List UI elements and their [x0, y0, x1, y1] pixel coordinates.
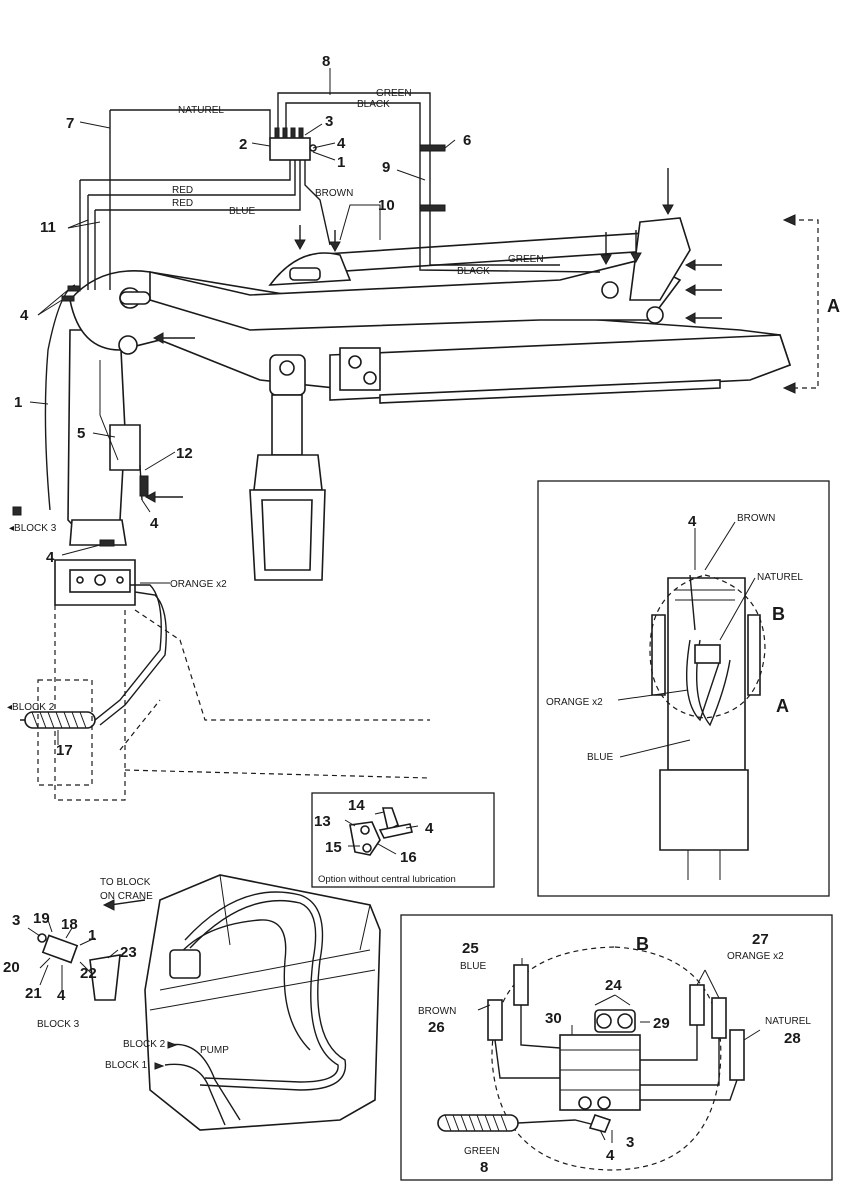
callout-15: 15	[325, 839, 342, 856]
label-naturel-view-b: NATUREL	[765, 1016, 811, 1027]
callout-13: 13	[314, 813, 331, 830]
callout-18: 18	[61, 916, 78, 933]
block-2-hose	[24, 679, 96, 786]
block-3-label: BLOCK 3	[37, 1019, 80, 1030]
label-naturel-view-a: NATUREL	[757, 572, 803, 583]
callout-4-base: 4	[46, 549, 55, 566]
callout-7: 7	[66, 115, 74, 132]
callout-4: 4	[337, 135, 346, 152]
to-block-label-2: ON CRANE	[100, 891, 153, 902]
label-brown-view-a: BROWN	[737, 513, 775, 524]
callout-26: 26	[428, 1019, 445, 1036]
block-3-arrow-label: ◂BLOCK 3	[9, 523, 57, 534]
callout-8-view-b: 8	[480, 1159, 488, 1176]
label-green-top: GREEN	[376, 88, 412, 99]
callout-16: 16	[400, 849, 417, 866]
callout-3: 3	[325, 113, 333, 130]
option-box: 14 13 4 15 16 Option without central lub…	[311, 792, 495, 888]
label-green-view-b: GREEN	[464, 1146, 500, 1157]
callout-20: 20	[3, 959, 20, 976]
callout-30: 30	[545, 1010, 562, 1027]
pump-label: PUMP	[200, 1045, 229, 1056]
label-orange-view-a: ORANGE x2	[546, 697, 603, 708]
view-a-title: A	[776, 696, 789, 716]
callout-17: 17	[56, 742, 73, 759]
callout-23: 23	[120, 944, 137, 961]
hydraulic-tank: TO BLOCK ON CRANE BLOCK 2 PUMP BLOCK 1	[100, 874, 381, 1131]
label-red-2: RED	[172, 198, 193, 209]
callout-28: 28	[784, 1030, 801, 1047]
callout-11: 11	[40, 219, 56, 236]
view-a-detail: 4 BROWN NATUREL B ORANGE x2 A BLUE	[537, 480, 830, 897]
callout-4-column: 4	[150, 515, 159, 532]
callout-21: 21	[25, 985, 42, 1002]
grapple	[249, 354, 326, 581]
to-block-label-1: TO BLOCK	[100, 877, 151, 888]
callout-8: 8	[322, 53, 330, 70]
block-3-assembly: 3 19 18 1 23 20 22 21 4 BLOCK 3	[3, 910, 137, 1030]
label-naturel-top: NATUREL	[178, 105, 224, 116]
label-blue-top: BLUE	[229, 206, 255, 217]
view-b-title: B	[636, 934, 649, 954]
callout-9: 9	[382, 159, 390, 176]
callout-1-block3: 1	[88, 927, 96, 944]
option-caption: Option without central lubrication	[318, 874, 456, 885]
label-green-boom: GREEN	[508, 254, 544, 265]
block-2-arrow-label: ◂BLOCK 2	[7, 702, 55, 713]
callout-4-boom: 4	[20, 307, 29, 324]
block-2-label: BLOCK 2	[123, 1039, 166, 1050]
block-1-label: BLOCK 1	[105, 1060, 148, 1071]
callout-24: 24	[605, 977, 622, 994]
callout-29: 29	[653, 1015, 670, 1032]
label-black-top: BLACK	[357, 99, 390, 110]
callout-3-view-b: 3	[626, 1134, 634, 1151]
callout-19: 19	[33, 910, 50, 927]
label-blue-view-a: BLUE	[587, 752, 613, 763]
callout-4-view-b: 4	[606, 1147, 615, 1164]
callout-10: 10	[378, 197, 395, 214]
callout-4-block3: 4	[57, 987, 66, 1004]
callout-5: 5	[77, 425, 85, 442]
view-a-b-label: B	[772, 604, 785, 624]
lube-point-arrows	[144, 168, 819, 503]
callout-4-option: 4	[425, 820, 434, 837]
label-black-boom: BLACK	[457, 266, 490, 277]
callout-25: 25	[462, 940, 479, 957]
label-brown-top: BROWN	[315, 188, 353, 199]
grease-nipples	[12, 144, 446, 547]
callout-4-view-a: 4	[688, 513, 697, 530]
label-red-1: RED	[172, 185, 193, 196]
view-a-label: A	[827, 296, 840, 316]
callout-1-column: 1	[14, 394, 22, 411]
distributor-block-top	[269, 127, 317, 161]
label-orange-view-b: ORANGE x2	[727, 951, 784, 962]
label-brown-view-b: BROWN	[418, 1006, 456, 1017]
crane-column	[54, 329, 431, 801]
view-b-detail: 25 BLUE B 27 ORANGE x2 24 30 29 BROWN 26…	[400, 914, 833, 1181]
callout-12: 12	[176, 445, 193, 462]
callout-2: 2	[239, 136, 247, 153]
label-blue-view-b: BLUE	[460, 961, 486, 972]
jib-arm	[119, 217, 691, 331]
callout-22: 22	[80, 965, 97, 982]
extension-boom	[329, 334, 792, 404]
callout-6: 6	[463, 132, 471, 149]
label-orange-main: ORANGE x2	[170, 579, 227, 590]
callout-14: 14	[348, 797, 365, 814]
callout-3-block3: 3	[12, 912, 20, 929]
leader-lines	[29, 68, 456, 584]
callout-1: 1	[337, 154, 345, 171]
callout-27: 27	[752, 931, 769, 948]
